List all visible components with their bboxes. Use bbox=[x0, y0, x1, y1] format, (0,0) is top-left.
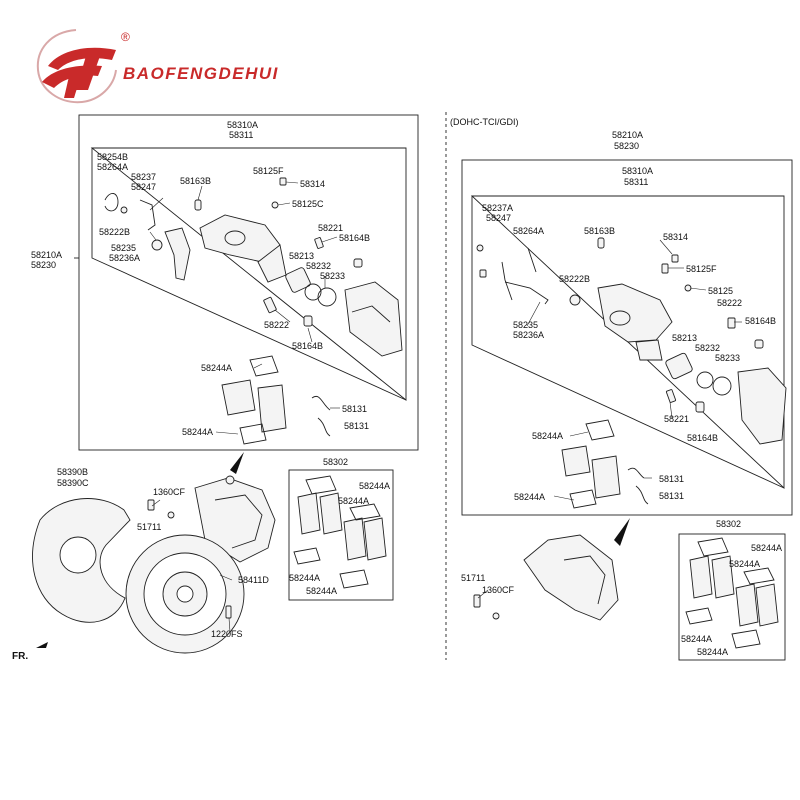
part-label: 58125C bbox=[292, 199, 324, 209]
part-label: 58244A bbox=[514, 492, 546, 502]
part-label: 58222 bbox=[264, 320, 290, 330]
part-label: 58237A bbox=[482, 203, 514, 213]
part-label: 58244A bbox=[532, 431, 564, 441]
leader-lines bbox=[149, 181, 742, 633]
part-label: 58222B bbox=[559, 274, 591, 284]
part-label: 58310A bbox=[227, 120, 259, 130]
part-label: 58264A bbox=[97, 162, 129, 172]
part-label: 1360CF bbox=[482, 585, 515, 595]
part-label: 58314 bbox=[300, 179, 326, 189]
fr-arrow bbox=[36, 642, 48, 648]
part-label: 58213 bbox=[672, 333, 698, 343]
right-caliper-parts bbox=[473, 237, 787, 649]
part-label: 58247 bbox=[486, 213, 512, 223]
part-label: 58237 bbox=[131, 172, 157, 182]
part-label: 58164B bbox=[745, 316, 777, 326]
part-label: 58244A bbox=[729, 559, 761, 569]
part-label: 58244A bbox=[289, 573, 321, 583]
part-label: 58411D bbox=[238, 575, 269, 585]
part-label: 58236A bbox=[109, 253, 141, 263]
part-label: 58311 bbox=[624, 177, 649, 187]
part-label: 58390B bbox=[57, 467, 89, 477]
part-label: 58254B bbox=[97, 152, 129, 162]
part-label: 58233 bbox=[715, 353, 741, 363]
left-caliper-parts bbox=[32, 177, 403, 654]
part-label: 58244A bbox=[751, 543, 783, 553]
left-callout-arrow bbox=[230, 452, 244, 474]
part-label: 58264A bbox=[513, 226, 545, 236]
part-label: 58221 bbox=[664, 414, 690, 424]
part-label: 58131 bbox=[659, 491, 685, 501]
part-label: 58244A bbox=[306, 586, 338, 596]
part-label: 58247 bbox=[131, 182, 157, 192]
part-label: 58244A bbox=[681, 634, 713, 644]
part-label: 58222 bbox=[717, 298, 743, 308]
part-label: 58244A bbox=[359, 481, 391, 491]
left-assembly-box bbox=[78, 114, 419, 451]
part-label: 58210A bbox=[612, 130, 644, 140]
part-label: 1220FS bbox=[211, 629, 243, 639]
part-label: 58311 bbox=[229, 130, 254, 140]
right-assembly-box bbox=[461, 159, 793, 516]
part-label: 58390C bbox=[57, 478, 89, 488]
left-caliper-subbox bbox=[90, 147, 407, 401]
part-label: 58125 bbox=[708, 286, 734, 296]
part-label: 58230 bbox=[614, 141, 640, 151]
left-pad-set-box bbox=[288, 469, 394, 601]
part-label: 58302 bbox=[716, 519, 742, 529]
part-label: 58232 bbox=[306, 261, 332, 271]
part-label: 58131 bbox=[344, 421, 370, 431]
part-label: 58244A bbox=[182, 427, 214, 437]
part-label: 1360CF bbox=[153, 487, 186, 497]
part-label: 58164B bbox=[339, 233, 371, 243]
part-label: 58244A bbox=[697, 647, 729, 657]
part-label: 58125F bbox=[686, 264, 717, 274]
part-label: 58244A bbox=[201, 363, 233, 373]
part-label: 58230 bbox=[31, 260, 57, 270]
part-label: 58163B bbox=[180, 176, 212, 186]
variant-label: (DOHC-TCI/GDI) bbox=[450, 117, 519, 127]
part-label: 58310A bbox=[622, 166, 654, 176]
part-label: 58314 bbox=[663, 232, 689, 242]
part-label: 58213 bbox=[289, 251, 315, 261]
part-label: 58125F bbox=[253, 166, 284, 176]
part-label: 58164B bbox=[292, 341, 324, 351]
part-label: 58210A bbox=[31, 250, 63, 260]
part-label: 58164B bbox=[687, 433, 719, 443]
part-label: 58235 bbox=[111, 243, 137, 253]
brand-name: BAOFENGDEHUI bbox=[123, 64, 279, 83]
part-label: 58163B bbox=[584, 226, 616, 236]
part-label: 58221 bbox=[318, 223, 344, 233]
part-label: 51711 bbox=[461, 573, 486, 583]
part-label: 58236A bbox=[513, 330, 545, 340]
part-label: 58232 bbox=[695, 343, 721, 353]
part-label: 58233 bbox=[320, 271, 346, 281]
front-direction-label: FR. bbox=[12, 651, 29, 662]
part-label: 58235 bbox=[513, 320, 539, 330]
right-callout-arrow bbox=[614, 518, 630, 546]
part-label: 58222B bbox=[99, 227, 131, 237]
part-label: 58131 bbox=[342, 404, 368, 414]
part-label: 58131 bbox=[659, 474, 685, 484]
registered-mark: ® bbox=[121, 30, 130, 44]
right-pad-set-box bbox=[678, 533, 786, 661]
part-label: 58244A bbox=[338, 496, 370, 506]
part-label: 58302 bbox=[323, 457, 349, 467]
part-label: 51711 bbox=[137, 522, 162, 532]
brand-logo bbox=[36, 29, 117, 104]
